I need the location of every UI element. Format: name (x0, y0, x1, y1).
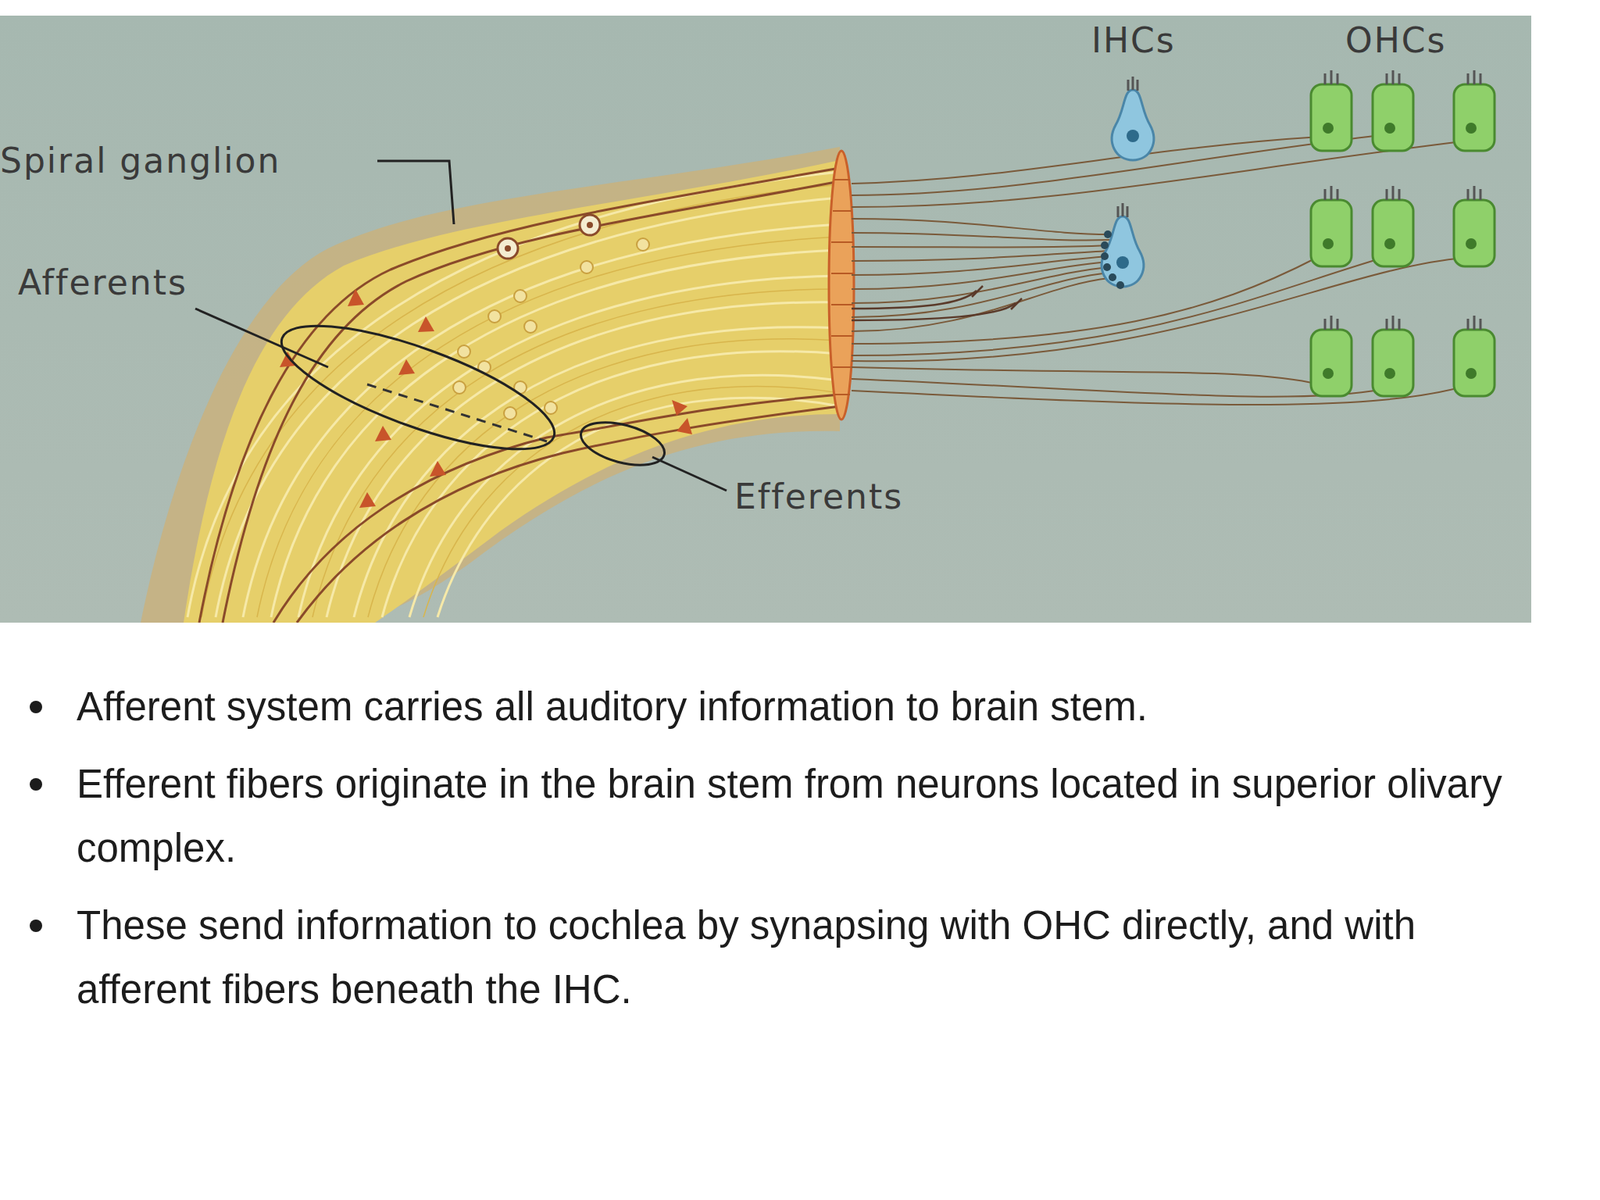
efferent-bracket (576, 414, 670, 474)
figure-label: Afferents (17, 262, 188, 304)
outer-hair-cell (1310, 185, 1352, 267)
leader-line (195, 308, 329, 368)
outer-hair-cell (1372, 315, 1414, 397)
bullet-text: These send information to cochlea by syn… (76, 903, 1416, 1012)
direction-arrowheads (279, 289, 693, 508)
cochlear-fibers (851, 134, 1469, 405)
nerve-bundle (183, 160, 840, 623)
efferent-terminals (851, 285, 1022, 321)
outer-hair-cell (1372, 185, 1414, 267)
leader-line (652, 457, 727, 491)
synapse-dots (1100, 230, 1125, 290)
ganglion-halo (140, 146, 840, 623)
outer-hair-cell (1372, 70, 1414, 151)
bullet-item: These send information to cochlea by syn… (0, 893, 1546, 1022)
bullet-text: Efferent fibers originate in the brain s… (76, 761, 1503, 871)
bullet-item: Afferent system carries all auditory inf… (0, 675, 1546, 740)
figure-background (0, 15, 1532, 623)
bullet-dot (29, 700, 43, 714)
afferent-fibers (199, 167, 840, 623)
figure-label: OHCs (1345, 20, 1447, 61)
figure-panel (0, 15, 1532, 623)
bullet-dot (29, 778, 43, 791)
inner-hair-cell (1111, 76, 1154, 161)
bullet-item: Efferent fibers originate in the brain s… (0, 752, 1546, 881)
bullet-text: Afferent system carries all auditory inf… (76, 684, 1148, 729)
figure-labels: IHCs OHCsSpiral ganglionAfferentsEfferent… (0, 0, 1600, 625)
figure-label: Spiral ganglion (0, 140, 281, 182)
outer-hair-cell (1310, 315, 1352, 397)
ganglion-cells (453, 238, 650, 420)
outer-hair-cell (1453, 315, 1495, 397)
bullet-list: Afferent system carries all auditory inf… (0, 675, 1600, 1022)
habenula-ring (828, 150, 854, 420)
bullet-dot (29, 919, 43, 933)
figure-label: Efferents (734, 476, 904, 518)
nerve-fibers (187, 171, 840, 618)
leader-line (377, 160, 454, 225)
outer-hair-cell (1453, 185, 1495, 267)
afferent-bracket (268, 301, 568, 475)
nerve-fiber-shading (201, 184, 840, 618)
afferent-cell-bodies (497, 214, 600, 259)
outer-hair-cell (1453, 70, 1495, 151)
outer-hair-cell (1310, 70, 1352, 151)
figure-label: IHCs (1091, 20, 1176, 61)
